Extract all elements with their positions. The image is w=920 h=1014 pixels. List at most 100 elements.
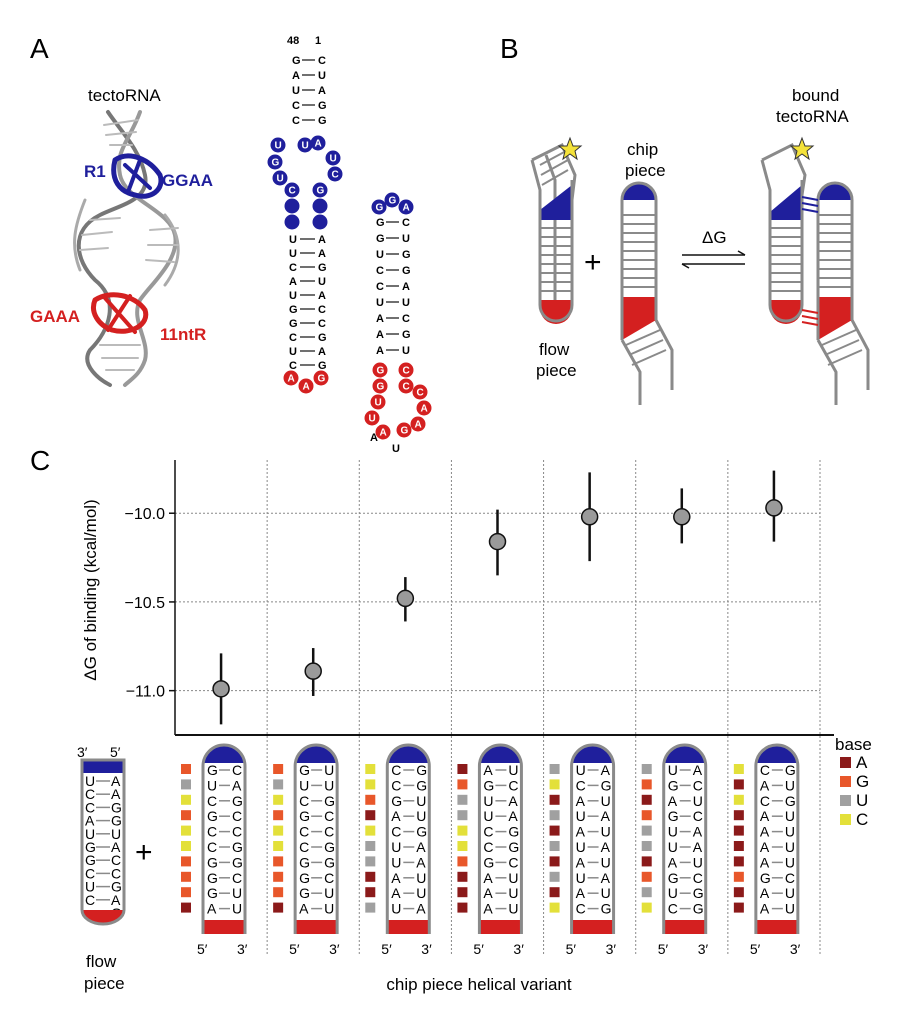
base-color-box [457, 764, 468, 774]
base-color-box [641, 794, 652, 805]
nucleotide-letter: C [207, 793, 217, 809]
data-point [488, 532, 507, 551]
nt-letter: C [289, 360, 297, 372]
r1-label: R1 [84, 162, 106, 181]
base-color-box [641, 779, 652, 790]
nt-letter: A [376, 345, 384, 357]
nucleotide-letter: C [508, 777, 518, 793]
tertiary-contact [801, 309, 819, 314]
y-tick-label: −10.5 [125, 595, 166, 612]
plus-sign-b: + [584, 246, 602, 279]
nucleotide-letter: A [668, 854, 678, 870]
nucleotide-letter: U [207, 777, 217, 793]
loop-nucleotide [398, 378, 414, 394]
loop-nucleotide-letter: G [318, 374, 326, 385]
nucleotide-letter: U [416, 870, 426, 886]
nucleotide-letter: C [85, 865, 95, 881]
nucleotide-letter: C [232, 824, 242, 840]
nucleotide-letter: G [85, 839, 96, 855]
legend-label: A [856, 753, 868, 772]
base-color-box [181, 887, 191, 898]
nucleotide-letter: A [576, 885, 586, 901]
base-color-box [549, 841, 560, 851]
nucleotide-letter: G [668, 777, 679, 793]
base-color-box [641, 856, 652, 867]
helix-outline [620, 181, 658, 340]
nucleotide-letter: U [576, 870, 586, 886]
loop-nucleotide-letter: U [275, 141, 282, 152]
base-color-box [733, 810, 744, 821]
nt-letter: U [376, 249, 384, 261]
base-color-box [733, 779, 744, 790]
nucleotide-letter: U [416, 808, 426, 824]
nucleotide-letter: G [785, 793, 796, 809]
nt-letter: G [289, 304, 298, 316]
nucleotide-letter: G [601, 777, 612, 793]
nucleotide-letter: U [324, 901, 334, 917]
base-color-box [273, 856, 284, 867]
base-color-box [457, 810, 468, 821]
nucleotide-letter: U [508, 885, 518, 901]
loop-nucleotide [412, 384, 428, 400]
loop-nucleotide-letter: G [389, 196, 397, 207]
prime-label: 5′ [473, 941, 484, 957]
nt-letter: G [318, 262, 327, 274]
nt-letter: G [376, 217, 385, 229]
nucleotide-letter: U [601, 885, 611, 901]
prime-label: 5′ [197, 941, 208, 957]
nucleotide-letter: C [576, 777, 586, 793]
nucleotide-letter: C [391, 762, 401, 778]
star-icon [789, 136, 815, 161]
loop-nucleotide-letter: A [315, 139, 322, 150]
delta-g-label: ΔG [702, 228, 727, 247]
loop-nucleotide-letter: G [377, 382, 385, 393]
base-color-box [549, 902, 560, 913]
base-color-box [549, 779, 560, 790]
legend-swatch [840, 757, 851, 768]
tectorna-title: tectoRNA [88, 86, 161, 105]
base-color-box [457, 794, 468, 805]
nucleotide-letter: G [324, 854, 335, 870]
receptor-block [295, 920, 338, 934]
base-color-box [181, 764, 191, 774]
nt-letter: A [318, 248, 326, 260]
nucleotide-letter: U [391, 901, 401, 917]
nucleotide-letter: U [785, 885, 795, 901]
base-color-box [365, 856, 376, 867]
nucleotide-letter: C [232, 762, 242, 778]
tertiary-contact [801, 315, 819, 320]
loop-nucleotide-letter: A [288, 374, 295, 385]
star-icon [557, 136, 583, 161]
nucleotide-letter: A [760, 839, 770, 855]
data-point [673, 508, 691, 526]
nucleotide-letter: A [576, 854, 586, 870]
y-axis-label: ΔG of binding (kcal/mol) [81, 499, 100, 680]
base-color-box [365, 825, 376, 836]
nt-letter: G [376, 233, 385, 245]
nucleotide-letter: G [207, 808, 218, 824]
nt-letter: U [402, 233, 410, 245]
chip-piece-label-line1: chip [627, 140, 658, 159]
base-pair-rung [628, 339, 664, 356]
nucleotide-letter: C [85, 892, 95, 908]
receptor-block [387, 920, 430, 934]
prime-label: 3′ [698, 941, 709, 957]
nt-letter: G [402, 265, 411, 277]
chip-piece-label-line2: piece [625, 161, 666, 180]
base-color-box [273, 825, 284, 836]
receptor-block [479, 920, 522, 934]
y-tick-label: −10.0 [125, 506, 166, 523]
nt-letter: U [318, 70, 326, 82]
nucleotide-letter: A [483, 870, 493, 886]
nucleotide-letter: A [601, 870, 611, 886]
receptor-11ntr [818, 297, 852, 340]
loop-nucleotide [327, 166, 343, 182]
nucleotide-letter: A [483, 901, 493, 917]
nucleotide-letter: G [299, 885, 310, 901]
base-color-box [733, 764, 744, 774]
loop-nucleotide [267, 154, 283, 170]
nt-letter: U [289, 234, 297, 246]
helix-outline [662, 743, 708, 934]
nucleotide-letter: U [391, 839, 401, 855]
